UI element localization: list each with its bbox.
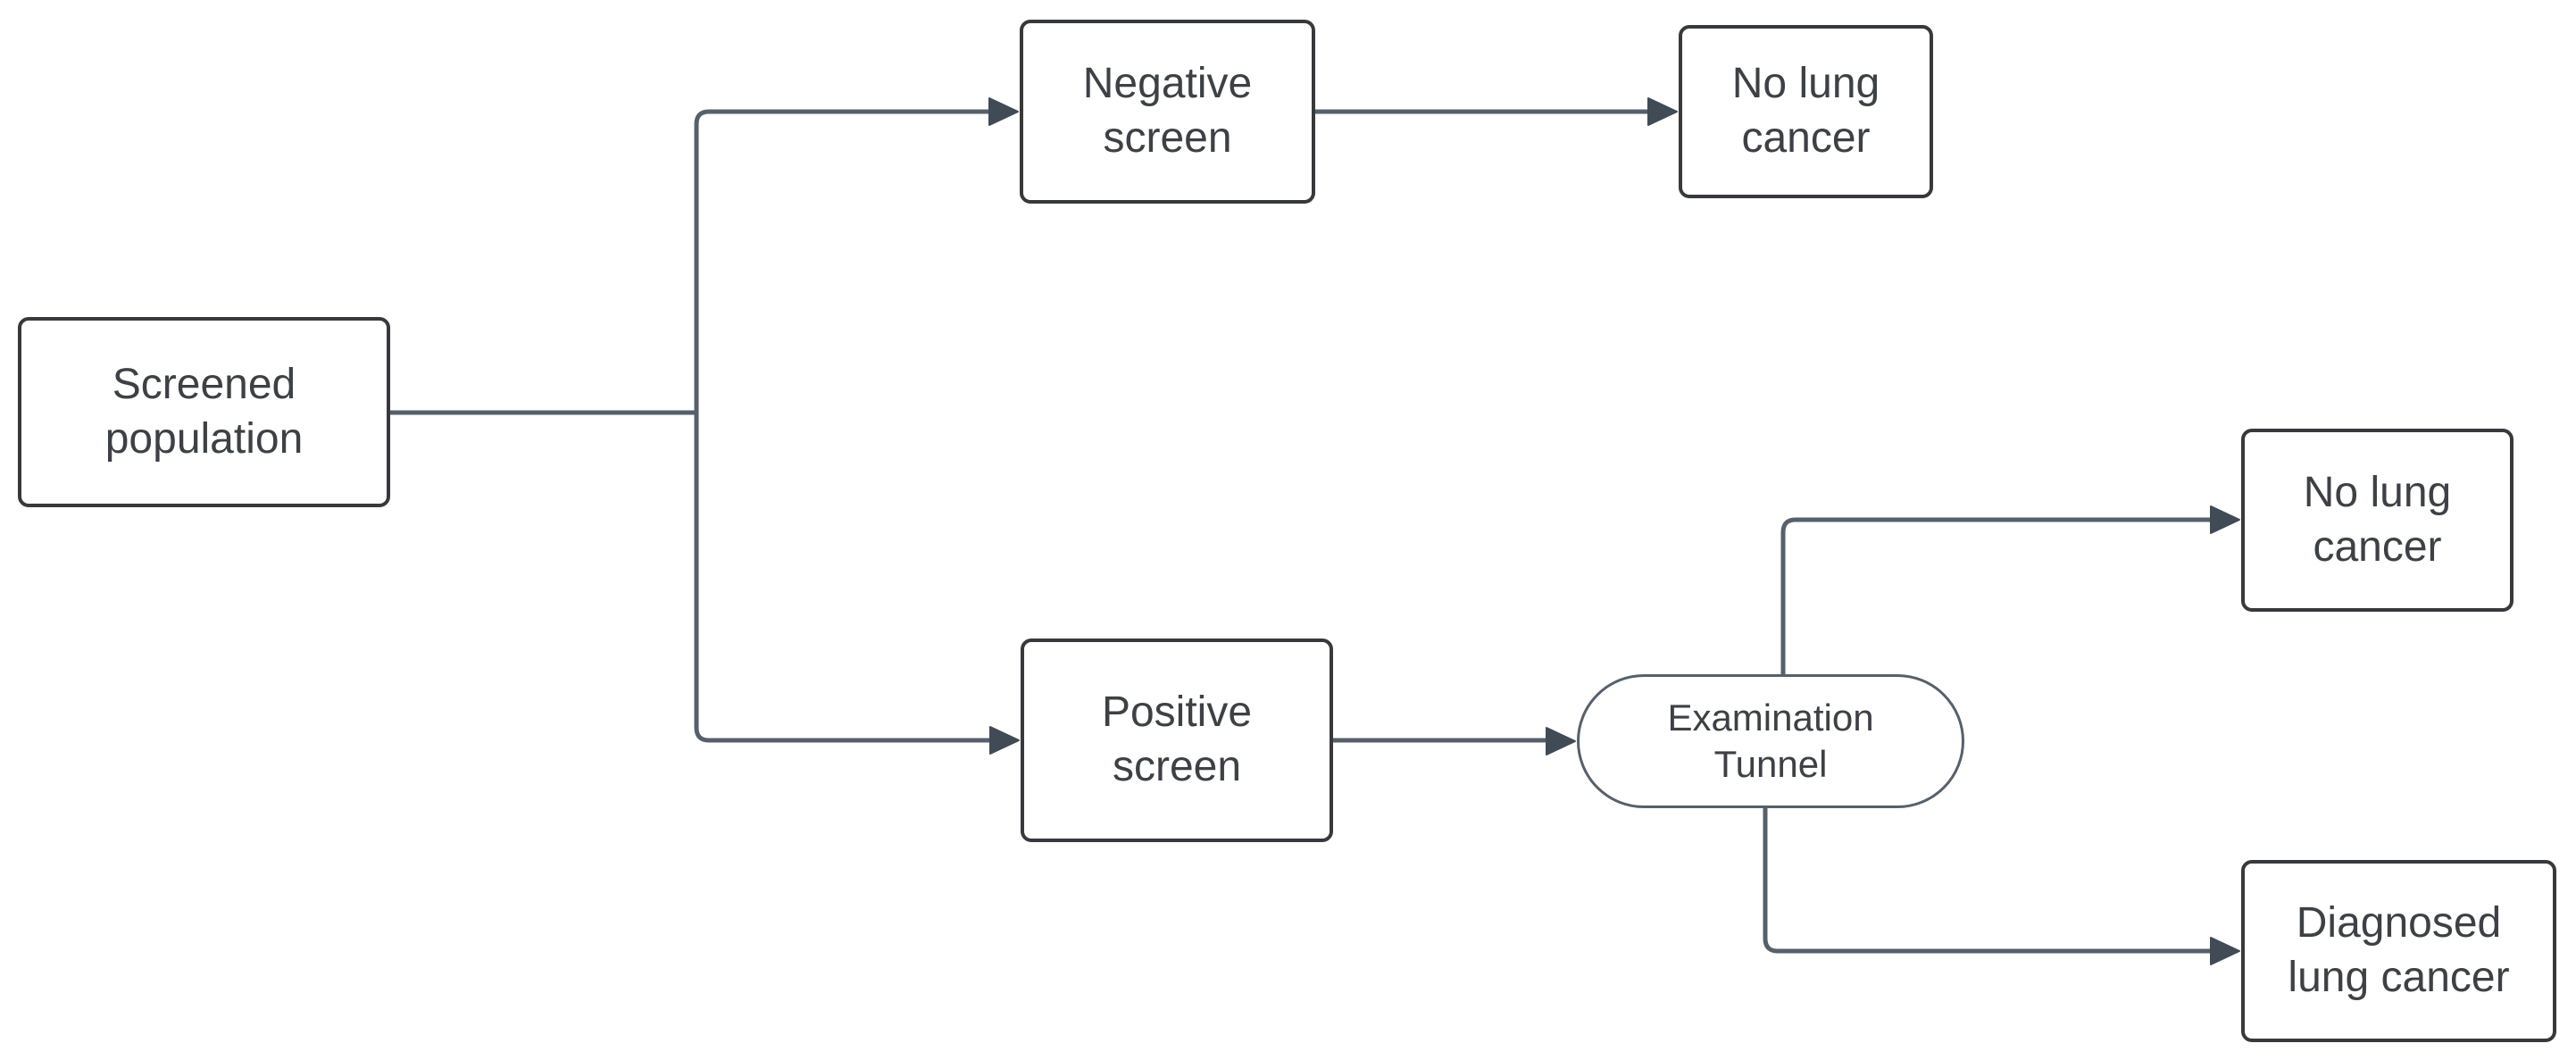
connector-tunnel-to-nolung bbox=[1780, 517, 2213, 674]
arrowhead-into-negative-screen bbox=[988, 97, 1019, 126]
arrowhead-into-tunnel bbox=[1546, 727, 1576, 755]
node-screened-population: Screened population bbox=[18, 317, 390, 507]
arrowhead-into-diagnosed bbox=[2210, 937, 2240, 965]
connector-screened-to-positive bbox=[694, 413, 994, 743]
node-positive-screen: Positive screen bbox=[1021, 639, 1333, 842]
node-no-lung-cancer-top: No lung cancer bbox=[1679, 25, 1933, 198]
node-diagnosed-lung-cancer: Diagnosed lung cancer bbox=[2241, 860, 2556, 1042]
arrowhead-into-nolung-right bbox=[2210, 505, 2240, 534]
node-negative-screen: Negative screen bbox=[1020, 20, 1315, 204]
arrowhead-into-positive-screen bbox=[989, 726, 1020, 755]
node-examination-tunnel: Examination Tunnel bbox=[1577, 674, 1964, 808]
connector-tunnel-to-diagnosed bbox=[1763, 808, 2213, 954]
node-no-lung-cancer-right: No lung cancer bbox=[2241, 429, 2513, 612]
arrowhead-into-nolung-top bbox=[1647, 97, 1678, 126]
connector-screened-to-negative bbox=[694, 109, 993, 413]
